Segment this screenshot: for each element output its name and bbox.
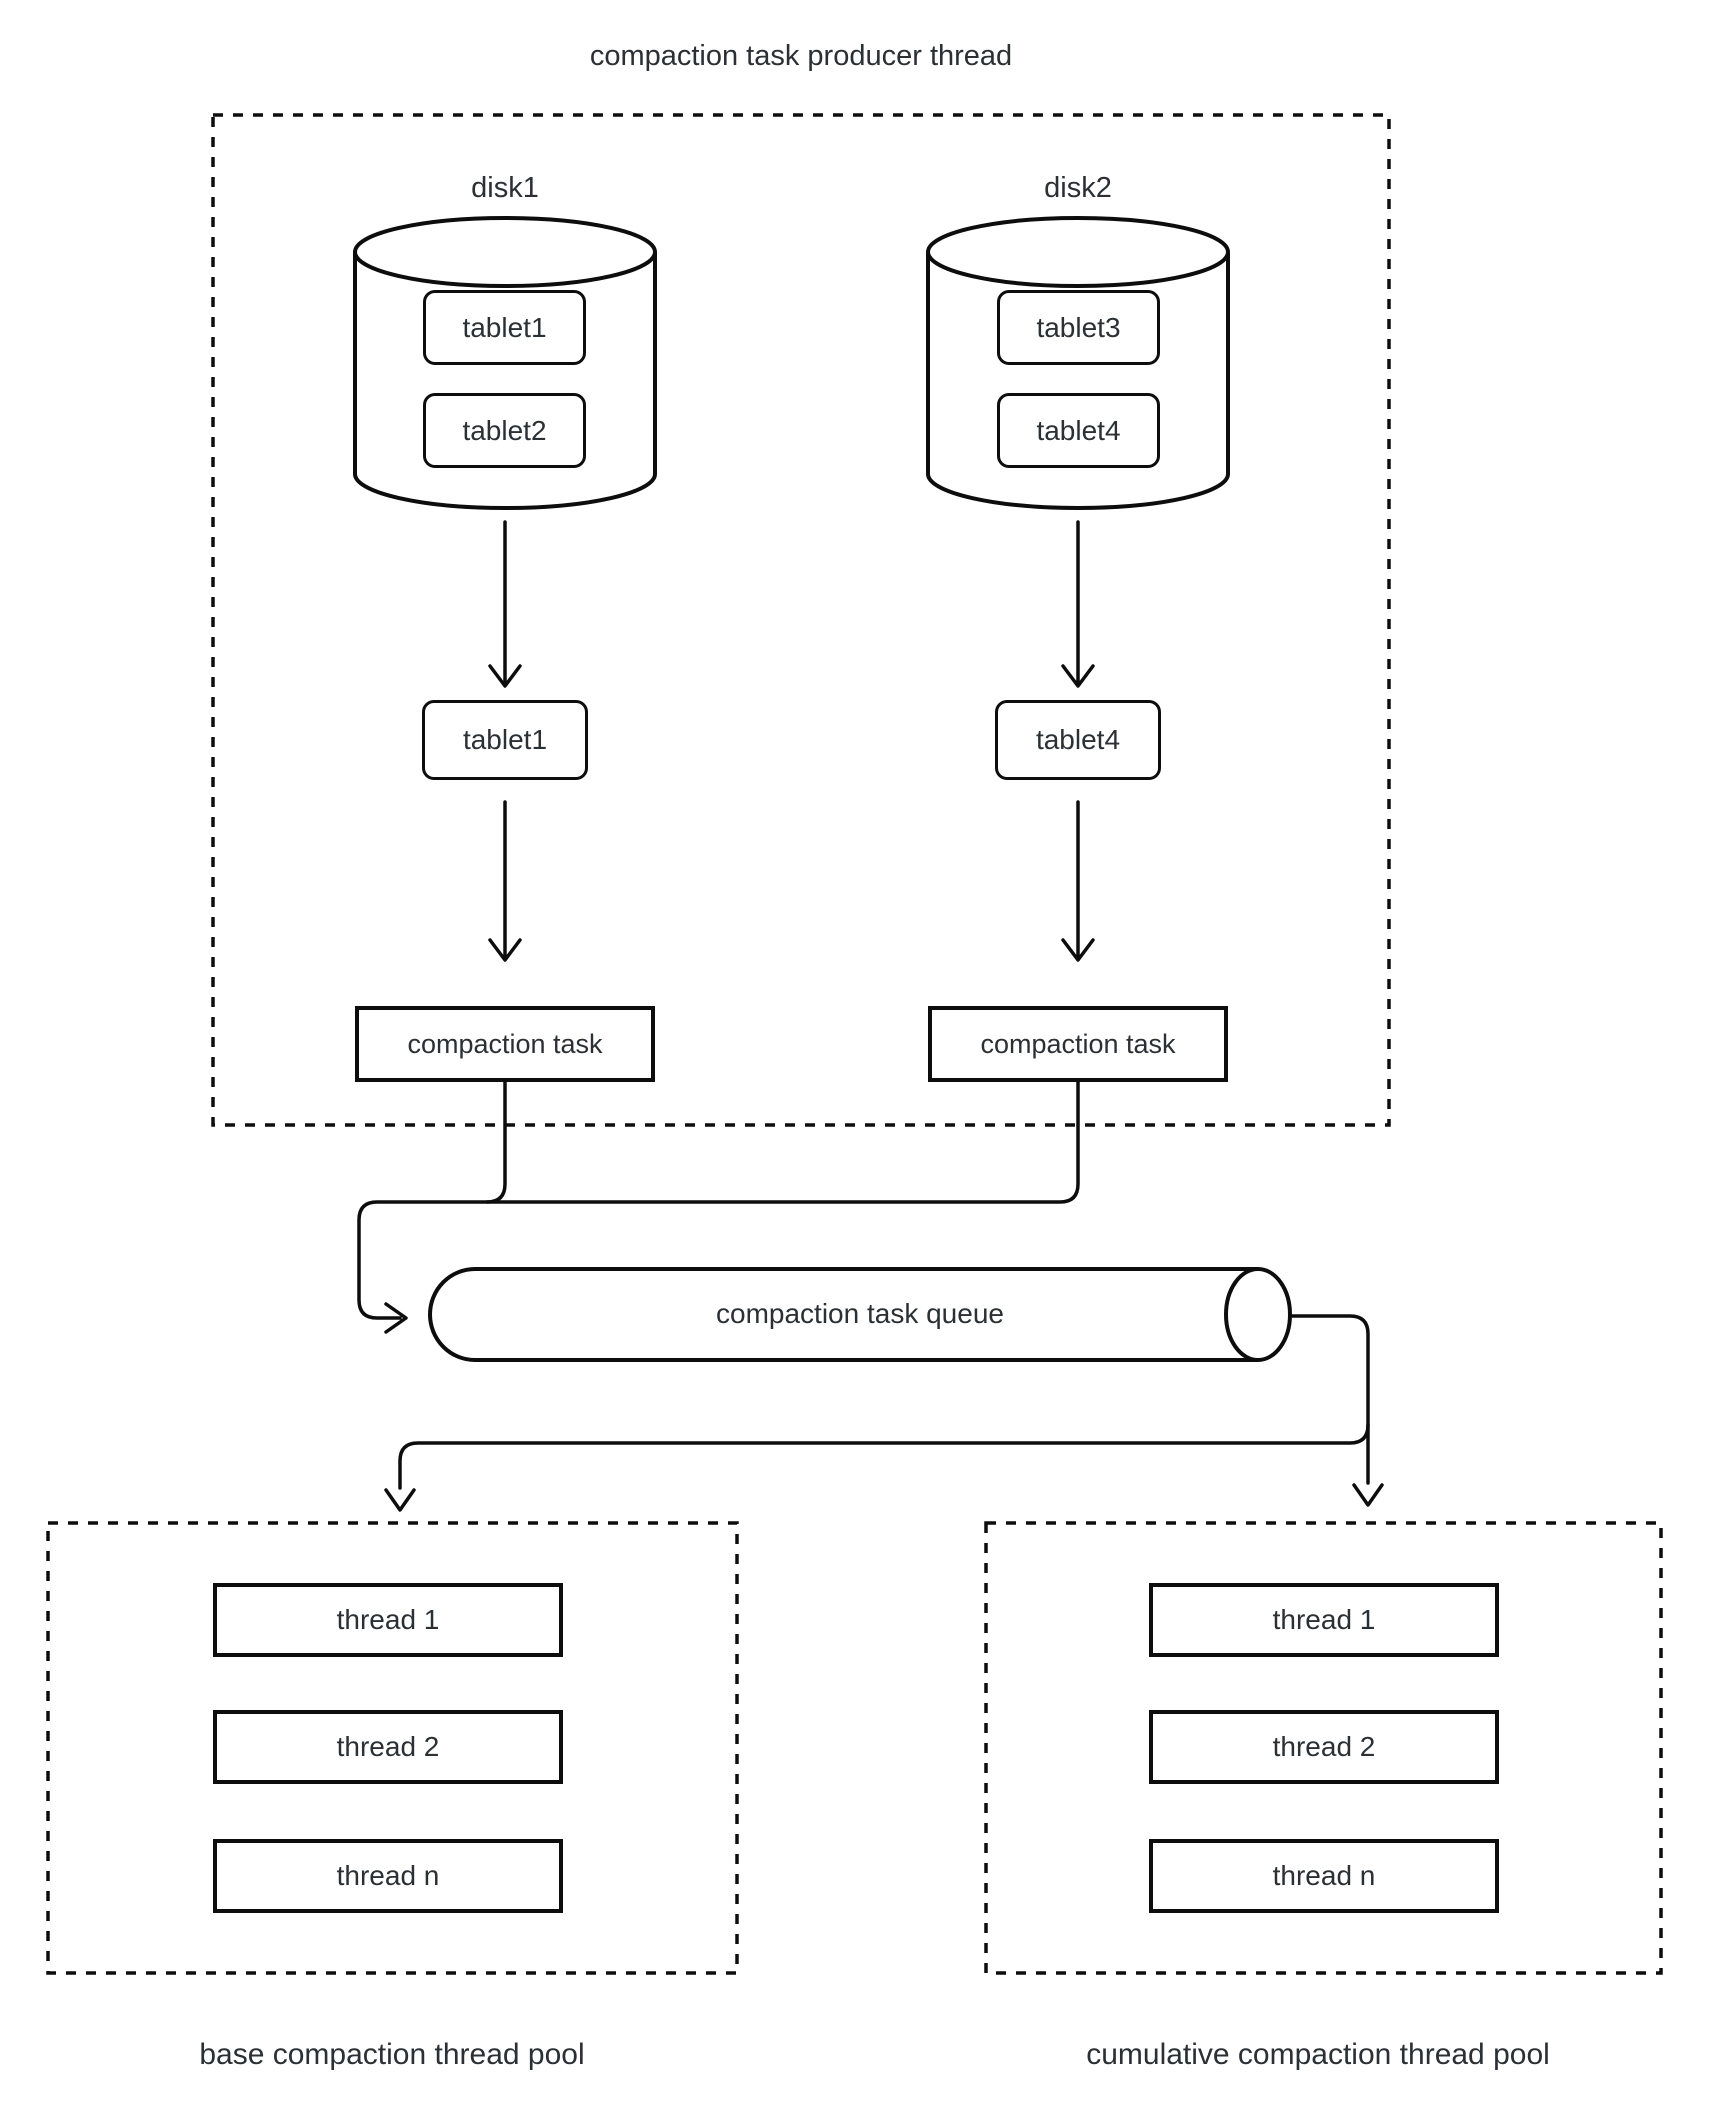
queue-label: compaction task queue xyxy=(716,1298,1004,1329)
arrow-disk2-to-tablet xyxy=(1061,520,1095,688)
connector-queue-to-right-pool xyxy=(1288,1314,1384,1507)
base-pool-thread-2: thread 2 xyxy=(213,1710,563,1784)
queue-cylinder-body xyxy=(428,1267,1258,1362)
disk1-tablet2: tablet2 xyxy=(423,393,586,468)
disk2-tablet3: tablet3 xyxy=(997,290,1160,365)
base-pool-thread-n: thread n xyxy=(213,1839,563,1913)
arrow-disk1-to-tablet xyxy=(488,520,522,688)
connector-tasks-to-queue xyxy=(357,1080,1080,1334)
compaction-task-right: compaction task xyxy=(928,1006,1228,1082)
disk1-label: disk1 xyxy=(471,172,539,204)
cumulative-pool-thread-2: thread 2 xyxy=(1149,1710,1499,1784)
disk2-label: disk2 xyxy=(1044,172,1112,204)
disk2-tablet4: tablet4 xyxy=(997,393,1160,468)
compaction-task-left: compaction task xyxy=(355,1006,655,1082)
producer-thread-boundary xyxy=(211,113,1391,1127)
producer-thread-title: compaction task producer thread xyxy=(589,40,1013,72)
connector-left-task-join xyxy=(485,1080,507,1204)
base-pool-thread-1: thread 1 xyxy=(213,1583,563,1657)
disk2-cylinder-top xyxy=(926,216,1230,288)
cumulative-pool-caption: cumulative compaction thread pool xyxy=(1086,2038,1550,2071)
cumulative-pool-boundary xyxy=(984,1521,1663,1975)
base-pool-boundary xyxy=(46,1521,739,1975)
connector-queue-to-left-pool xyxy=(384,1423,1370,1512)
picked-tablet-right: tablet4 xyxy=(995,700,1161,780)
cumulative-pool-thread-n: thread n xyxy=(1149,1839,1499,1913)
queue-cylinder-end xyxy=(1224,1267,1292,1362)
picked-tablet-left: tablet1 xyxy=(422,700,588,780)
cumulative-pool-thread-1: thread 1 xyxy=(1149,1583,1499,1657)
arrow-tablet-to-task-right xyxy=(1061,800,1095,962)
disk1-cylinder-top xyxy=(353,216,657,288)
base-pool-caption: base compaction thread pool xyxy=(199,2038,585,2071)
disk1-tablet1: tablet1 xyxy=(423,290,586,365)
arrow-tablet-to-task-left xyxy=(488,800,522,962)
